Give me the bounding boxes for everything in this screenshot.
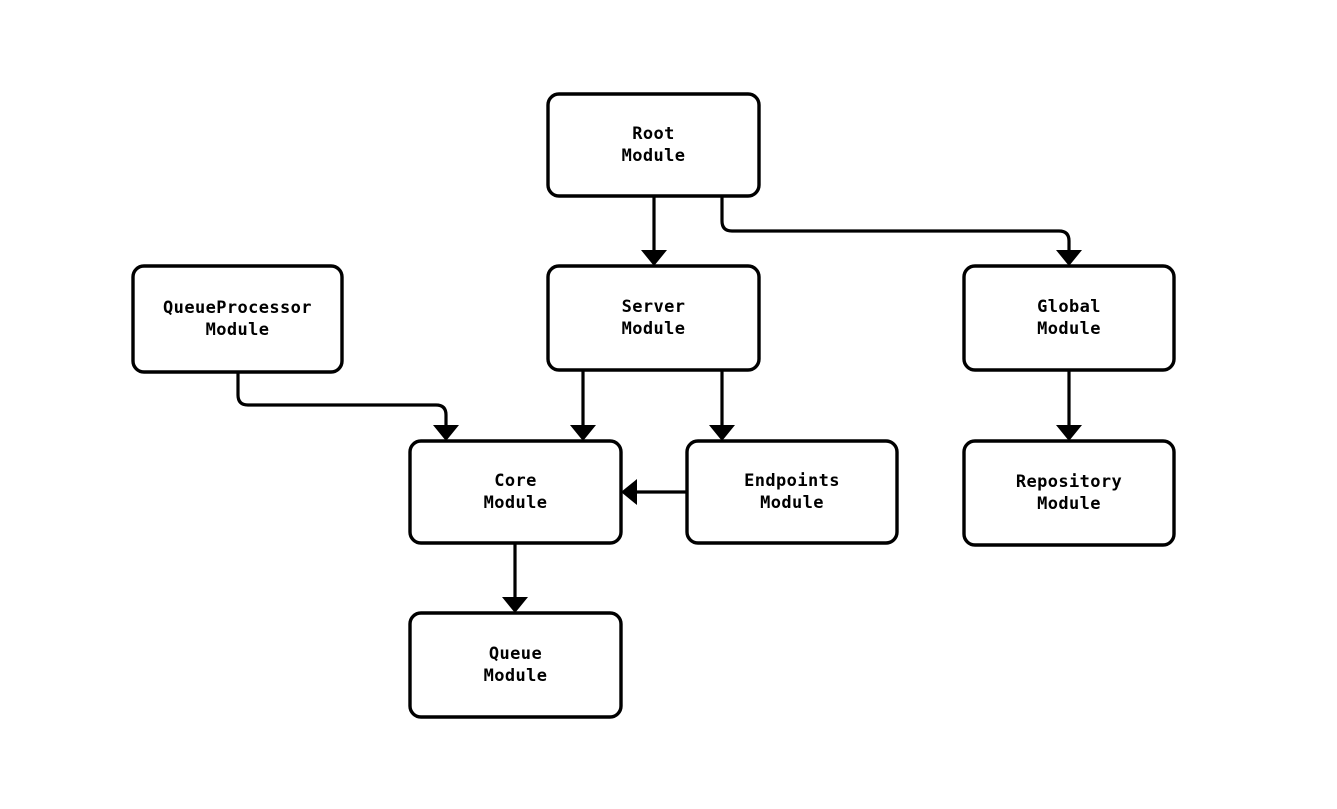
edge-root-to-server-arrowhead-icon xyxy=(641,250,667,266)
global-module-node-label-line2: Module xyxy=(1037,319,1101,339)
edge-server-to-endpoints-arrowhead-icon xyxy=(709,425,735,441)
edge-queueprocessor-to-core-arrowhead-icon xyxy=(433,425,459,441)
core-module-node-label-line1: Core xyxy=(494,471,537,491)
endpoints-module-node-rect[interactable] xyxy=(685,439,899,545)
edge-queueprocessor-to-core xyxy=(236,372,459,441)
queueprocessor-module-node-label-line2: Module xyxy=(206,320,270,340)
repository-module-node-rect[interactable] xyxy=(962,439,1176,547)
edge-queueprocessor-to-core-line xyxy=(236,372,448,427)
repository-module-node-label-line2: Module xyxy=(1037,494,1101,514)
edge-global-to-repository xyxy=(1056,370,1082,441)
edge-global-to-repository-arrowhead-icon xyxy=(1056,425,1082,441)
edge-core-to-queue-arrowhead-icon xyxy=(502,597,528,613)
edge-root-to-global-arrowhead-icon xyxy=(1056,250,1082,266)
nodes-layer: RootModuleQueueProcessorModuleServerModu… xyxy=(131,92,1176,719)
queue-module-node-label-line1: Queue xyxy=(489,644,542,664)
edge-endpoints-to-core-arrowhead-icon xyxy=(621,479,637,505)
endpoints-module-node-label-line1: Endpoints xyxy=(744,471,840,491)
edge-server-to-endpoints xyxy=(709,370,735,441)
queue-module-node-label-line2: Module xyxy=(484,666,548,686)
queue-module-node-rect[interactable] xyxy=(408,611,623,719)
server-module-node-label-line2: Module xyxy=(622,319,686,339)
server-module-node-label-line1: Server xyxy=(622,297,686,317)
core-module-node-label-line2: Module xyxy=(484,493,548,513)
edge-endpoints-to-core xyxy=(621,479,687,505)
edge-root-to-server xyxy=(641,196,667,266)
edge-root-to-global-line xyxy=(720,196,1071,252)
global-module-node-label-line1: Global xyxy=(1037,297,1101,317)
root-module-node-label-line1: Root xyxy=(632,124,675,144)
edge-core-to-queue xyxy=(502,543,528,613)
edges-layer xyxy=(236,196,1082,613)
root-module-node-label-line2: Module xyxy=(622,146,686,166)
endpoints-module-node-label-line2: Module xyxy=(760,493,824,513)
core-module-node-rect[interactable] xyxy=(408,439,623,545)
root-module-node-rect[interactable] xyxy=(546,92,761,198)
queueprocessor-module-node-rect[interactable] xyxy=(131,264,344,374)
edge-server-to-core xyxy=(570,370,596,441)
server-module-node-rect[interactable] xyxy=(546,264,761,372)
global-module-node-rect[interactable] xyxy=(962,264,1176,372)
edge-server-to-core-arrowhead-icon xyxy=(570,425,596,441)
edge-root-to-global xyxy=(720,196,1082,266)
repository-module-node-label-line1: Repository xyxy=(1016,472,1122,492)
queueprocessor-module-node-label-line1: QueueProcessor xyxy=(163,298,312,318)
